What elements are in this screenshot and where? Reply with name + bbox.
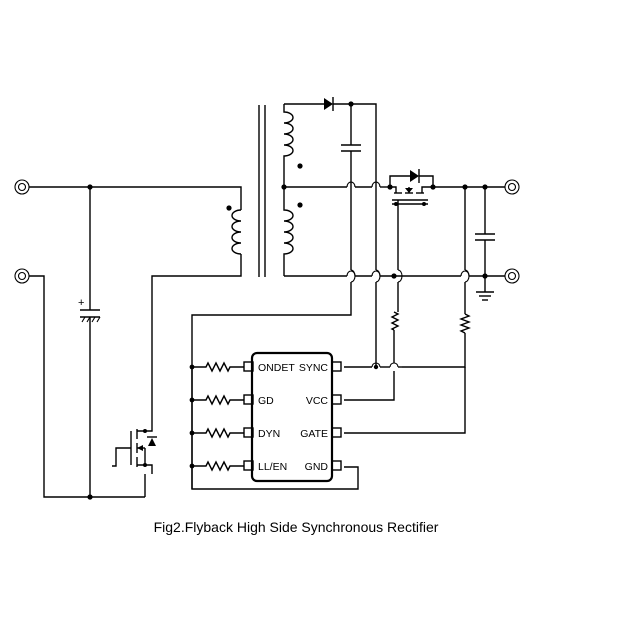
aux-diode xyxy=(284,97,377,187)
gate-resistor xyxy=(390,311,400,331)
pin-label-vcc: VCC xyxy=(306,395,329,407)
input-rail-top xyxy=(29,186,242,210)
gate-pin-wire xyxy=(344,367,466,434)
input-terminal-top xyxy=(14,179,30,195)
pin-label-ll-en: LL/EN xyxy=(258,461,287,473)
input-terminals xyxy=(14,179,30,284)
input-terminal-bottom xyxy=(14,268,30,284)
output-capacitor xyxy=(475,187,495,276)
pin-label-ondet: ONDET xyxy=(258,362,295,374)
input-capacitor: + xyxy=(78,187,101,497)
transformer xyxy=(151,104,303,422)
controller-ic: ONDET GD DYN LL/EN SYNC VCC GATE GND xyxy=(243,351,342,483)
input-return-wire xyxy=(29,275,145,498)
secondary-winding-top xyxy=(283,104,303,187)
pin-label-sync: SYNC xyxy=(299,362,329,374)
primary-switch-mosfet xyxy=(112,422,157,497)
divider-resistor xyxy=(459,313,471,334)
secondary-top-dot xyxy=(297,163,303,169)
primary-winding xyxy=(151,205,242,422)
secondary-winding-bottom xyxy=(281,184,303,276)
pin-label-gnd: GND xyxy=(305,461,329,473)
secondary-bottom-dot xyxy=(297,202,303,208)
figure-caption: Fig2.Flyback High Side Synchronous Recti… xyxy=(154,519,439,535)
primary-dot xyxy=(226,205,232,211)
output-terminal-top xyxy=(504,179,520,195)
pin-resistors xyxy=(189,361,244,489)
sync-rectifier-mosfet xyxy=(387,169,436,208)
ground-symbol xyxy=(476,276,494,301)
output-terminal-bottom xyxy=(504,268,520,284)
capacitor-polarity-mark: + xyxy=(78,297,84,309)
pin-label-gd: GD xyxy=(258,395,274,407)
ic-body xyxy=(250,351,334,483)
pin-label-dyn: DYN xyxy=(258,428,280,440)
pin-label-gate: GATE xyxy=(300,428,328,440)
output-terminals xyxy=(504,179,520,284)
